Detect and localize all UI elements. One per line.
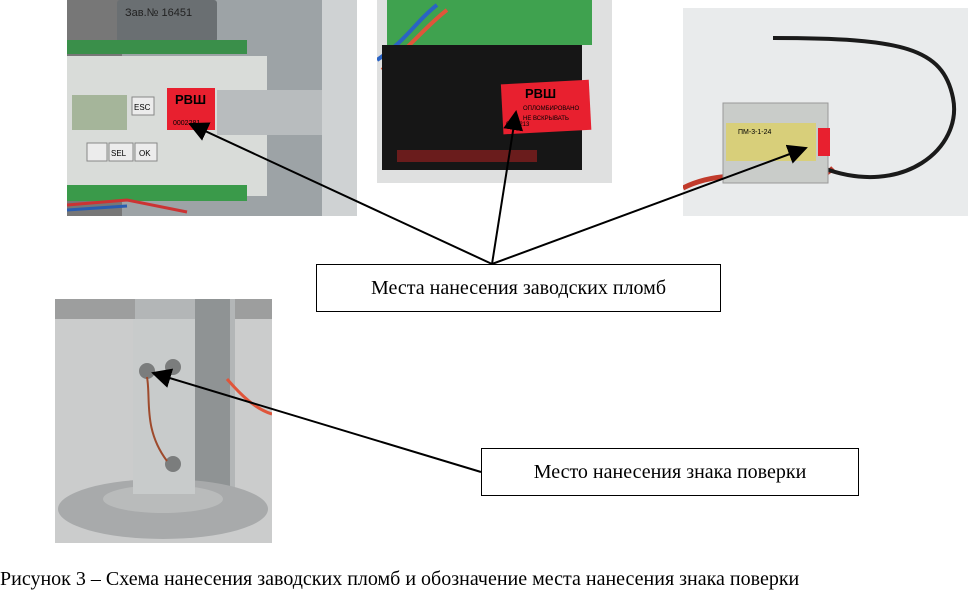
lot-label: Зав.№ 16451 — [125, 7, 192, 19]
arrow-seal-3 — [491, 144, 808, 265]
seal-title-2: РВШ — [525, 86, 556, 101]
sensor-label-text: ПМ-3-1-24 — [738, 129, 772, 136]
key-esc: ESC — [134, 103, 151, 112]
key-ok: OK — [139, 149, 151, 158]
figure-caption: Рисунок 3 – Схема нанесения заводских пл… — [0, 568, 800, 590]
arrow-seal-1 — [188, 122, 493, 265]
seal-title-1: РВШ — [175, 92, 206, 107]
callout-factory-seals: Места нанесения заводских пломб — [316, 264, 721, 312]
callout-verification-mark: Место нанесения знака поверки — [481, 448, 859, 496]
seal-line1-2: ОПЛОМБИРОВАНО — [523, 106, 580, 112]
arrow-seal-2 — [491, 110, 524, 265]
photo-sensor-box: ПМ-3-1-24 — [683, 8, 968, 216]
photo-display-unit: РВШ ОПЛОМБИРОВАНО НЕ ВСКРЫВАТЬ 0002213 — [377, 0, 612, 183]
seal-number-1: 0002281 — [173, 120, 200, 127]
seal-sticker-3 — [818, 128, 830, 156]
photo-flange-pipe — [55, 299, 272, 543]
photo-controller: Зав.№ 16451 ESC SEL OK РВШ 0002281 — [67, 0, 357, 216]
seal-line2-2: НЕ ВСКРЫВАТЬ — [523, 116, 569, 122]
arrow-verification — [151, 368, 482, 473]
key-sel: SEL — [111, 149, 127, 158]
seal-sticker-2 — [500, 79, 592, 135]
